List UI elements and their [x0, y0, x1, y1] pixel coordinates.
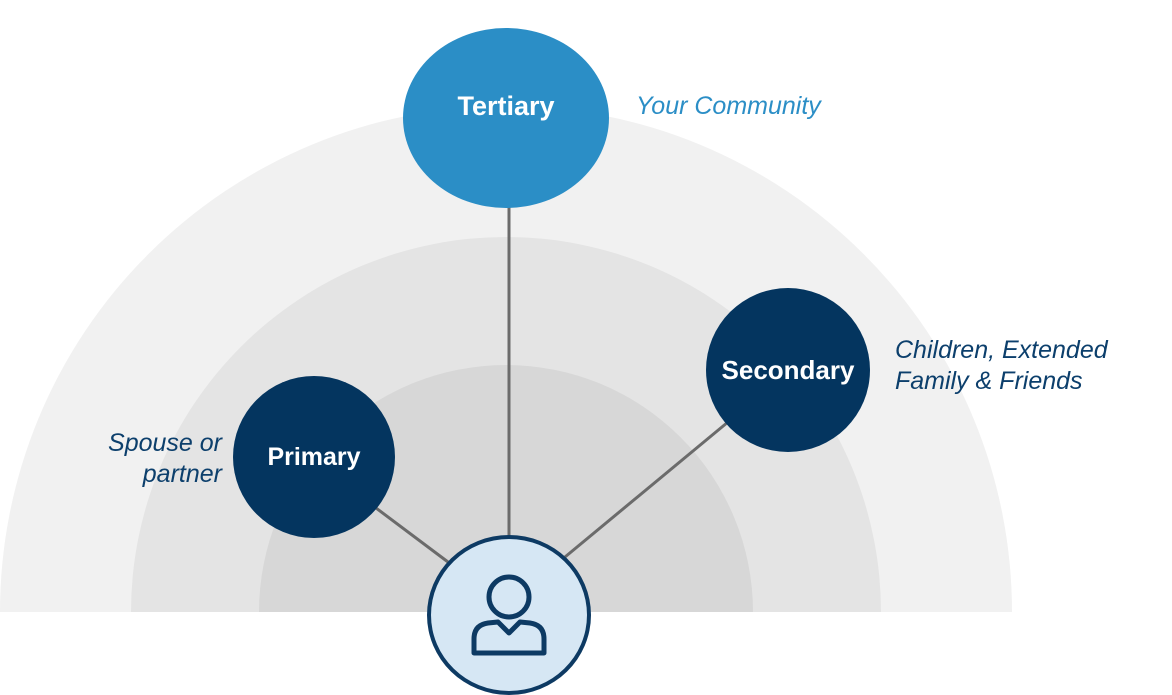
user-icon [471, 574, 547, 656]
secondary-label: Secondary [721, 354, 855, 385]
primary-caption: Spouse or partner [60, 428, 222, 490]
primary-label: Primary [267, 442, 361, 471]
tertiary-caption: Your Community [636, 92, 821, 120]
user-node [427, 535, 591, 695]
connector-secondary [564, 420, 729, 559]
secondary-node: Secondary [706, 288, 870, 452]
primary-caption-line-1: Spouse or [108, 429, 222, 457]
secondary-caption: Children, Extended Family & Friends [895, 335, 1108, 397]
secondary-caption-line-2: Family & Friends [895, 367, 1083, 395]
primary-caption-line-2: partner [142, 460, 222, 488]
primary-node: Primary [233, 376, 395, 538]
connector-primary [371, 503, 449, 564]
secondary-caption-line-1: Children, Extended [895, 336, 1108, 364]
tertiary-node: Tertiary [403, 28, 609, 208]
tertiary-label: Tertiary [457, 90, 555, 121]
